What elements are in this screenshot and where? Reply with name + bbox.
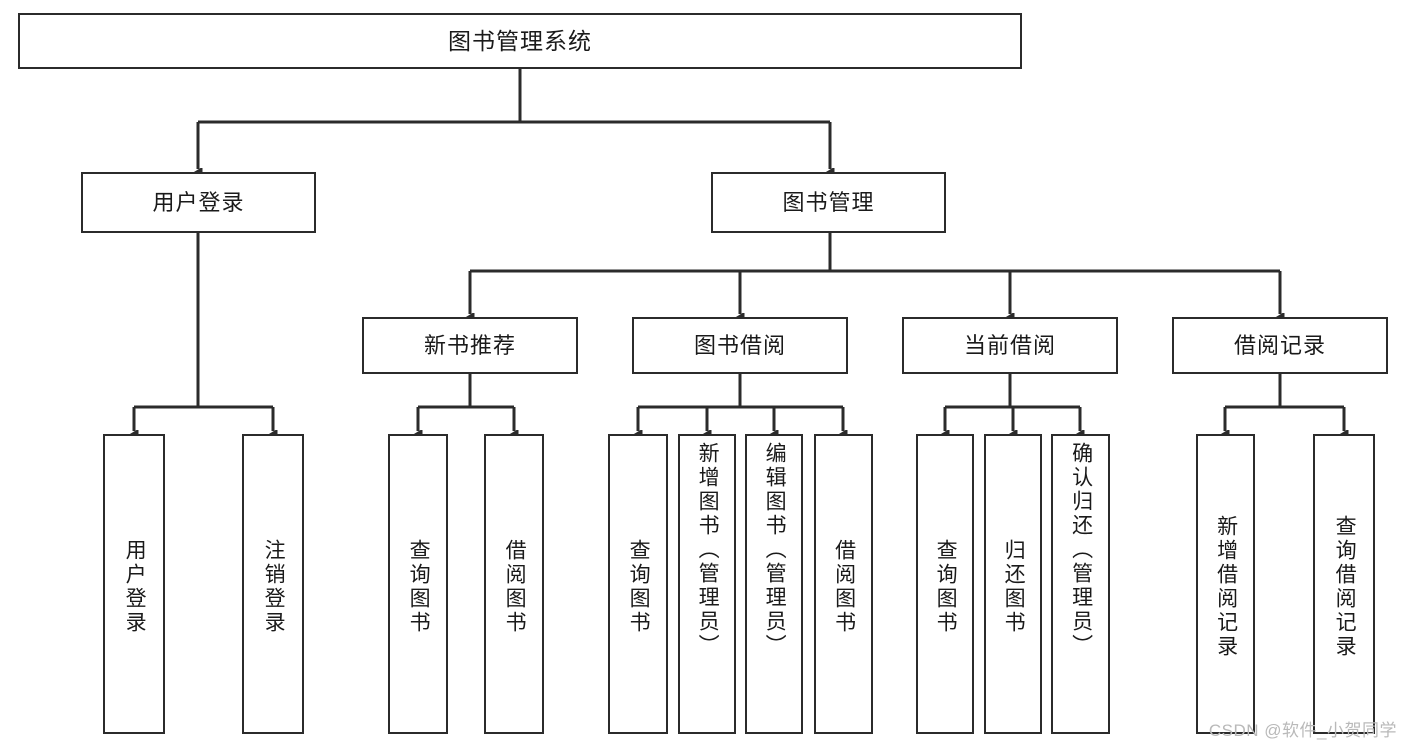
node-root-system[interactable]: 图书管理系统 [18,13,1022,69]
node-leaf-logout-login[interactable]: 注销登录 [242,434,304,734]
node-current-borrow-label: 当前借阅 [963,332,1056,358]
node-leaf-confirm-return-label: 确认归还（管理员） [1069,442,1093,658]
node-leaf-borrow-book-1-label: 借阅图书 [503,539,527,635]
node-book-borrow-label: 图书借阅 [693,332,786,358]
node-leaf-edit-book-label: 编辑图书（管理员） [763,442,787,658]
node-leaf-user-login[interactable]: 用户登录 [103,434,165,734]
node-user-login[interactable]: 用户登录 [81,172,316,233]
node-user-login-label: 用户登录 [152,189,245,215]
node-new-book-recommend[interactable]: 新书推荐 [362,317,578,374]
node-leaf-user-login-label: 用户登录 [123,539,147,635]
node-leaf-query-book-1-label: 查询图书 [407,539,431,635]
node-new-book-recommend-label: 新书推荐 [423,332,516,358]
node-leaf-borrow-book-1[interactable]: 借阅图书 [484,434,544,734]
node-borrow-record[interactable]: 借阅记录 [1172,317,1388,374]
node-leaf-query-book-3[interactable]: 查询图书 [916,434,974,734]
node-borrow-record-label: 借阅记录 [1233,332,1326,358]
node-leaf-edit-book[interactable]: 编辑图书（管理员） [745,434,803,734]
node-leaf-add-book[interactable]: 新增图书（管理员） [678,434,736,734]
node-leaf-query-book-2-label: 查询图书 [627,539,651,635]
node-leaf-borrow-book-2[interactable]: 借阅图书 [814,434,873,734]
node-book-manage-label: 图书管理 [782,189,875,215]
node-book-borrow[interactable]: 图书借阅 [632,317,848,374]
node-leaf-logout-login-label: 注销登录 [262,539,286,635]
csdn-watermark: CSDN @软件_小贺同学 [1208,721,1397,740]
node-root-label: 图书管理系统 [448,27,592,54]
node-leaf-add-record-label: 新增借阅记录 [1214,515,1238,659]
node-current-borrow[interactable]: 当前借阅 [902,317,1118,374]
node-leaf-query-book-2[interactable]: 查询图书 [608,434,668,734]
node-leaf-query-record[interactable]: 查询借阅记录 [1313,434,1375,734]
node-leaf-borrow-book-2-label: 借阅图书 [832,539,856,635]
node-leaf-return-book[interactable]: 归还图书 [984,434,1042,734]
node-leaf-query-record-label: 查询借阅记录 [1333,515,1357,659]
node-leaf-add-book-label: 新增图书（管理员） [696,442,720,658]
node-leaf-query-book-3-label: 查询图书 [934,539,958,635]
node-leaf-query-book-1[interactable]: 查询图书 [388,434,448,734]
node-book-manage[interactable]: 图书管理 [711,172,946,233]
node-leaf-add-record[interactable]: 新增借阅记录 [1196,434,1255,734]
node-leaf-confirm-return[interactable]: 确认归还（管理员） [1051,434,1110,734]
node-leaf-return-book-label: 归还图书 [1002,539,1026,635]
